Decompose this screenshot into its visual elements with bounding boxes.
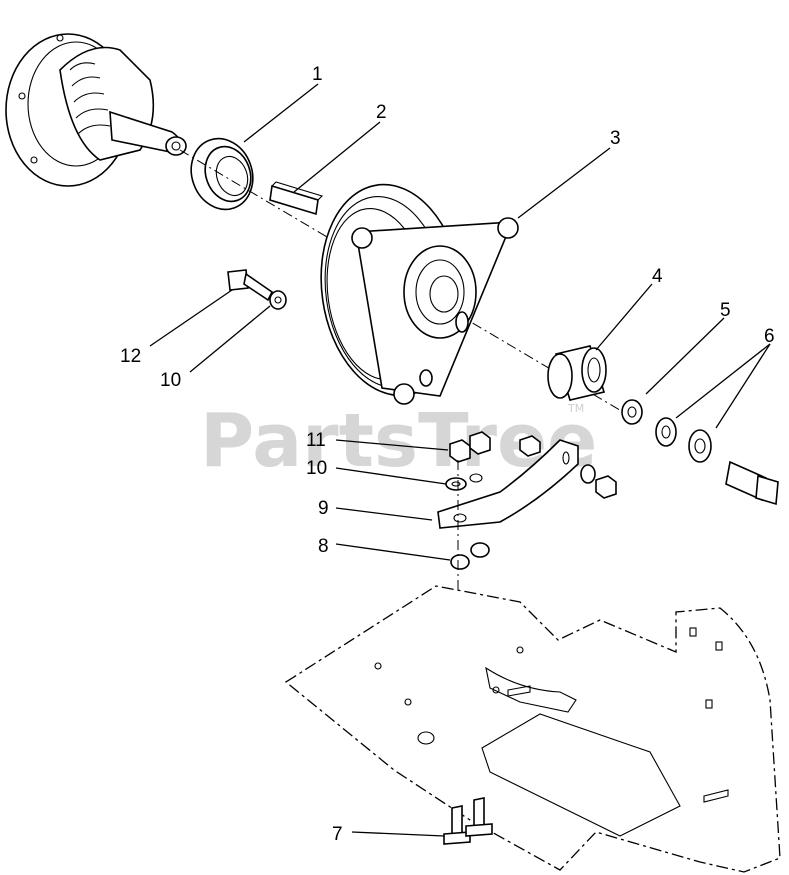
mounting-plate — [284, 585, 781, 873]
part-6-washers-bolt — [655, 417, 779, 506]
callout-11: 11 — [306, 430, 326, 451]
part-8-spacers — [450, 542, 490, 570]
callout-3: 3 — [610, 128, 621, 149]
part-2-key — [269, 181, 324, 216]
callout-10-left: 10 — [160, 370, 181, 391]
callout-labels: 1 2 3 4 5 6 7 8 9 10 10 11 12 — [120, 64, 775, 845]
watermark-tm: TM — [567, 402, 584, 415]
part-1-seal-ring — [190, 137, 254, 211]
callout-10-middle: 10 — [306, 458, 327, 479]
part-4-spacer — [547, 345, 607, 401]
callout-8: 8 — [318, 536, 329, 557]
callout-1: 1 — [312, 64, 323, 85]
engine-pulley-flange — [5, 33, 187, 187]
leader-lines — [149, 83, 771, 837]
callout-2: 2 — [376, 102, 387, 123]
callout-4: 4 — [652, 266, 663, 287]
part-5-washer — [621, 399, 643, 425]
part-11-nuts — [449, 431, 617, 499]
callout-12: 12 — [120, 346, 141, 367]
callout-9: 9 — [318, 498, 329, 519]
part-7-bolts — [443, 797, 493, 845]
part-12-bolt — [227, 269, 274, 302]
part-10-washer-left — [269, 290, 287, 310]
callout-5: 5 — [720, 300, 731, 321]
callout-6: 6 — [764, 326, 775, 347]
callout-7: 7 — [332, 824, 343, 845]
part-9-bracket — [437, 439, 579, 529]
part-3-clutch — [320, 183, 519, 405]
